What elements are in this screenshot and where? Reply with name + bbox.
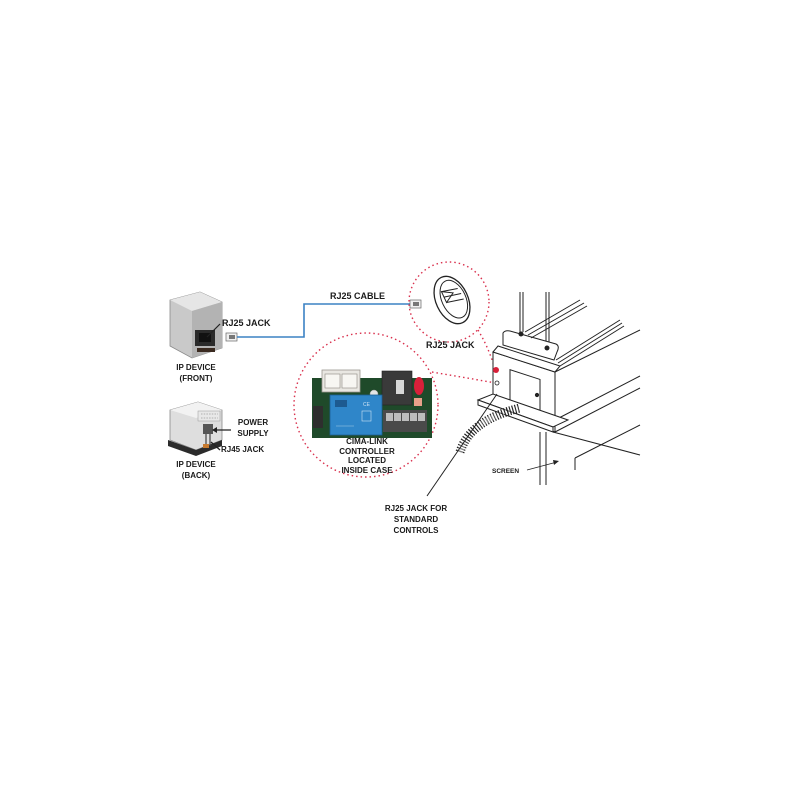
screen-label: SCREEN (492, 468, 520, 475)
ip-device-front-label: IP DEVICE (FRONT) (168, 362, 224, 384)
power-supply-label-line2: SUPPLY (237, 429, 269, 438)
rj25-callout-connector (477, 329, 496, 371)
controller-callout-circle (293, 332, 439, 478)
rj25-plug-left-icon (225, 332, 238, 342)
screen-leader (526, 461, 558, 471)
case-connector-icon (494, 380, 500, 386)
rj45-jack-label: RJ45 JACK (221, 445, 265, 454)
controller-label-line2: CONTROLLER (339, 446, 395, 456)
rj25-jack-callout-circle (408, 261, 490, 343)
ip-device-back-label-line2: (BACK) (181, 471, 211, 480)
ip-device-back-label-line1: IP DEVICE (176, 460, 216, 469)
ip-device-front-illustration (169, 291, 223, 359)
controller-label-line1: CIMA-LINK (346, 437, 388, 446)
svg-text:CE: CE (363, 402, 371, 408)
power-supply-label: POWER SUPPLY (232, 417, 274, 439)
rj25-plug-right-icon (409, 299, 422, 309)
rj25-jack-callout-label: RJ25 JACK (426, 340, 475, 350)
rj45-jack-leader (210, 441, 221, 451)
case-rj25-jack-icon (493, 367, 499, 373)
rj25-jack-standard-line1: RJ25 JACK FOR (384, 504, 448, 513)
screen-case-illustration (476, 292, 641, 485)
rj25-jack-standard-line2: STANDARD (393, 515, 439, 524)
controller-label-line3: LOCATED (347, 456, 387, 465)
ip-device-back-illustration (168, 401, 223, 456)
standard-controls-leader (426, 393, 498, 497)
rj25-jack-standard-line3: CONTROLS (393, 526, 439, 535)
rj25-jack-front-label: RJ25 JACK (222, 318, 271, 328)
rj25-jack-standard-controls-label: RJ25 JACK FOR STANDARD CONTROLS (378, 503, 454, 536)
screen-arrow-icon (553, 460, 559, 465)
ip-device-back-label: IP DEVICE (BACK) (168, 459, 224, 481)
cima-link-controller-illustration: CE (312, 369, 432, 438)
rj25-cable-label: RJ25 CABLE (330, 291, 386, 301)
power-supply-arrow-icon (212, 427, 217, 433)
flexible-conduit (455, 403, 522, 454)
rj25-cable-line (237, 303, 411, 338)
controller-label-line4: INSIDE CASE (341, 465, 393, 475)
controller-label: CIMA-LINK CONTROLLER LOCATED INSIDE CASE (331, 437, 403, 475)
power-supply-label-line1: POWER (237, 418, 269, 427)
ip-device-front-label-line1: IP DEVICE (176, 363, 216, 372)
ip-device-front-label-line2: (FRONT) (179, 374, 213, 383)
rj25-jack-detail-illustration (433, 275, 471, 325)
rj25-jack-front-leader (206, 323, 221, 338)
controller-callout-connector (431, 371, 497, 384)
